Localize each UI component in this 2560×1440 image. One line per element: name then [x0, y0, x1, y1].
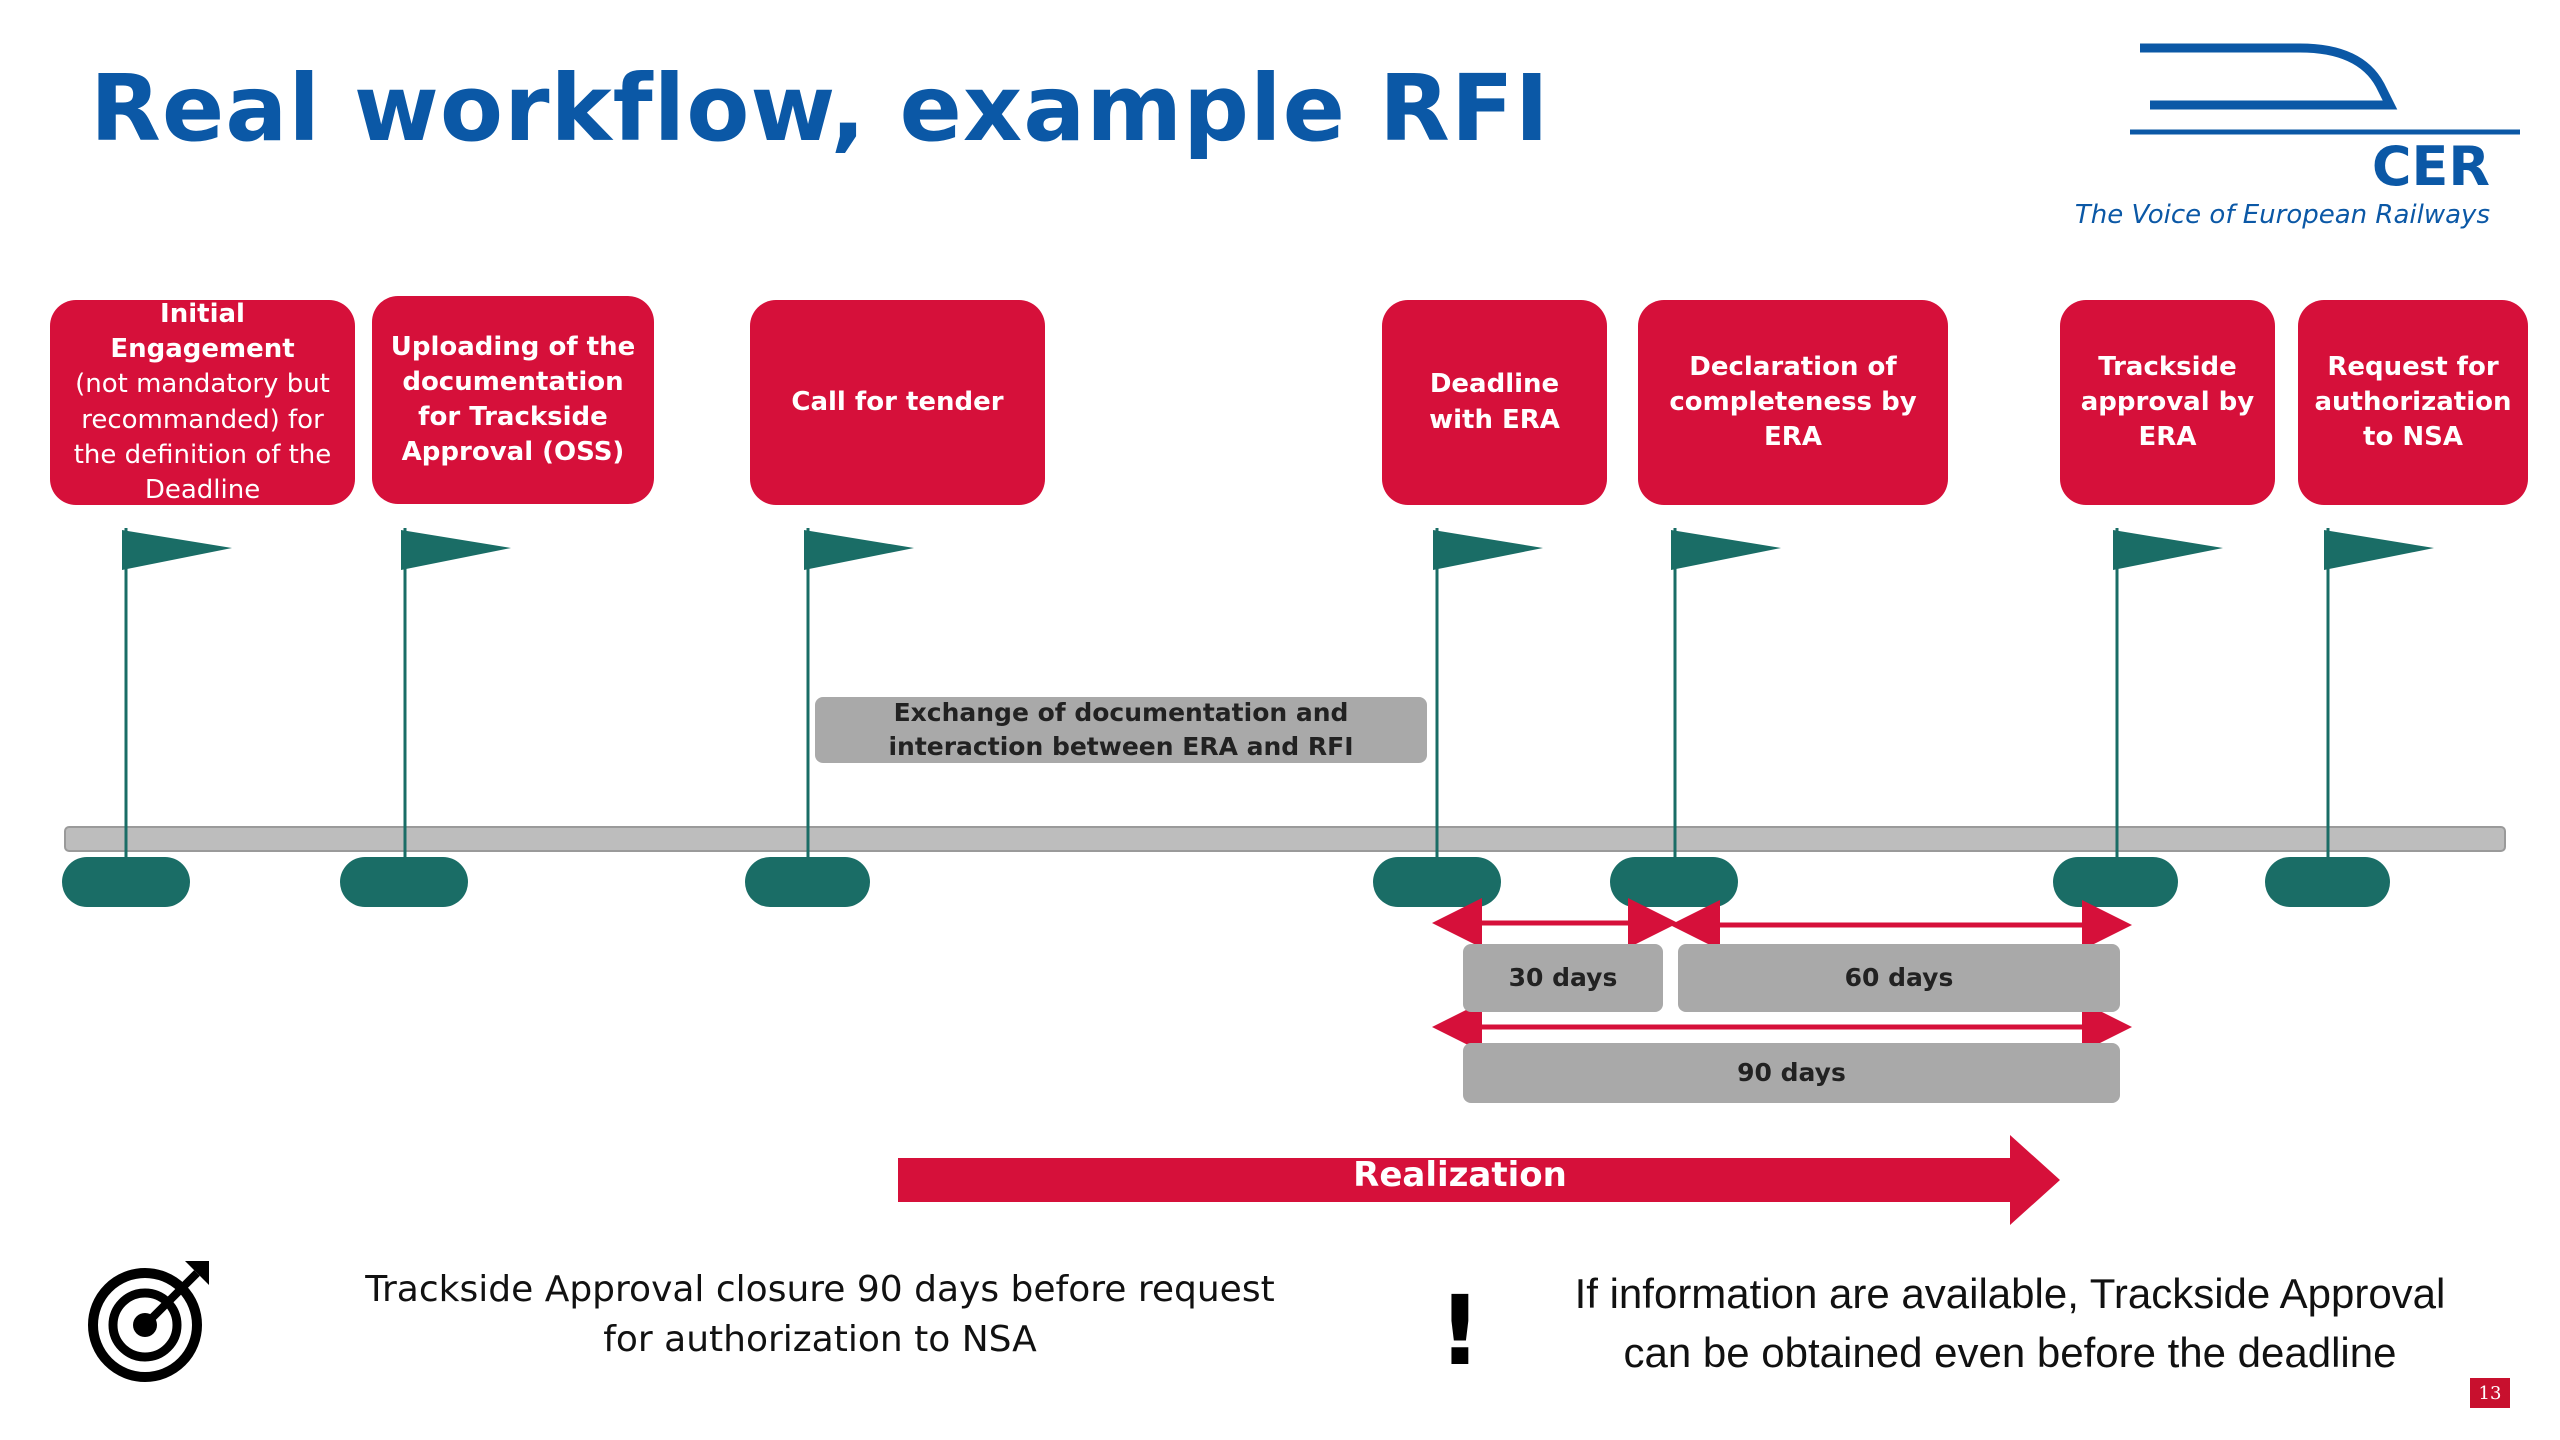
flag-icon	[2265, 528, 2434, 907]
milestone-label: Call for tender	[791, 386, 1004, 417]
milestone-card-declaration-of-completeness: Declaration of completeness by ERA	[1638, 300, 1948, 505]
milestone-card-uploading-documentation: Uploading of the documentation for Track…	[372, 296, 654, 504]
milestone-card-call-for-tender: Call for tender	[750, 300, 1045, 505]
page-title: Real workflow, example RFI	[90, 55, 1550, 162]
timeline-bar	[64, 826, 2506, 852]
cer-logo: CER The Voice of European Railways	[2075, 40, 2540, 240]
milestone-label: Request for authorization to NSA	[2314, 351, 2512, 453]
flag-icon	[1373, 528, 1543, 907]
milestone-label: Uploading of the documentation for Track…	[390, 331, 636, 468]
exclamation-icon: !	[1438, 1275, 1482, 1387]
milestone-card-request-for-authorization: Request for authorization to NSA	[2298, 300, 2528, 505]
flag-icon	[745, 528, 914, 907]
flag-icon	[2053, 528, 2223, 907]
milestone-label-rest: (not mandatory but recommanded) for the …	[73, 369, 332, 505]
note-early-approval: If information are available, Trackside …	[1574, 1270, 2446, 1376]
realization-arrow	[898, 1135, 2060, 1225]
flag-icon	[62, 528, 232, 907]
duration-60-label: 60 days	[1844, 963, 1954, 993]
duration-30-days: 30 days	[1463, 944, 1663, 1012]
exchange-label: Exchange of documentation and interactio…	[888, 698, 1354, 761]
exchange-box: Exchange of documentation and interactio…	[815, 697, 1427, 763]
milestone-label-bold: Initial Engagement	[110, 299, 295, 365]
milestone-label: Deadline with ERA	[1429, 369, 1560, 435]
target-icon	[88, 1261, 209, 1382]
duration-90-days: 90 days	[1463, 1043, 2120, 1103]
duration-30-label: 30 days	[1508, 963, 1618, 993]
flag-icon	[1610, 528, 1781, 907]
note-closure: Trackside Approval closure 90 days befor…	[365, 1269, 1275, 1361]
flag-icon	[340, 528, 511, 907]
realization-label: Realization	[1353, 1155, 1567, 1195]
milestone-card-initial-engagement: Initial Engagement (not mandatory but re…	[50, 299, 355, 505]
milestone-label: Trackside approval by ERA	[2080, 351, 2255, 453]
rail-swoosh-icon	[2130, 43, 2520, 135]
duration-90-label: 90 days	[1737, 1058, 1846, 1088]
logo-tagline: The Voice of European Railways	[2074, 200, 2490, 230]
logo-name: CER	[2371, 135, 2490, 198]
duration-60-days: 60 days	[1678, 944, 2120, 1012]
milestone-card-deadline-with-era: Deadline with ERA	[1382, 300, 1607, 505]
milestone-card-trackside-approval: Trackside approval by ERA	[2060, 300, 2275, 505]
milestone-label: Declaration of completeness by ERA	[1669, 351, 1917, 453]
page-number: 13	[2470, 1378, 2510, 1408]
